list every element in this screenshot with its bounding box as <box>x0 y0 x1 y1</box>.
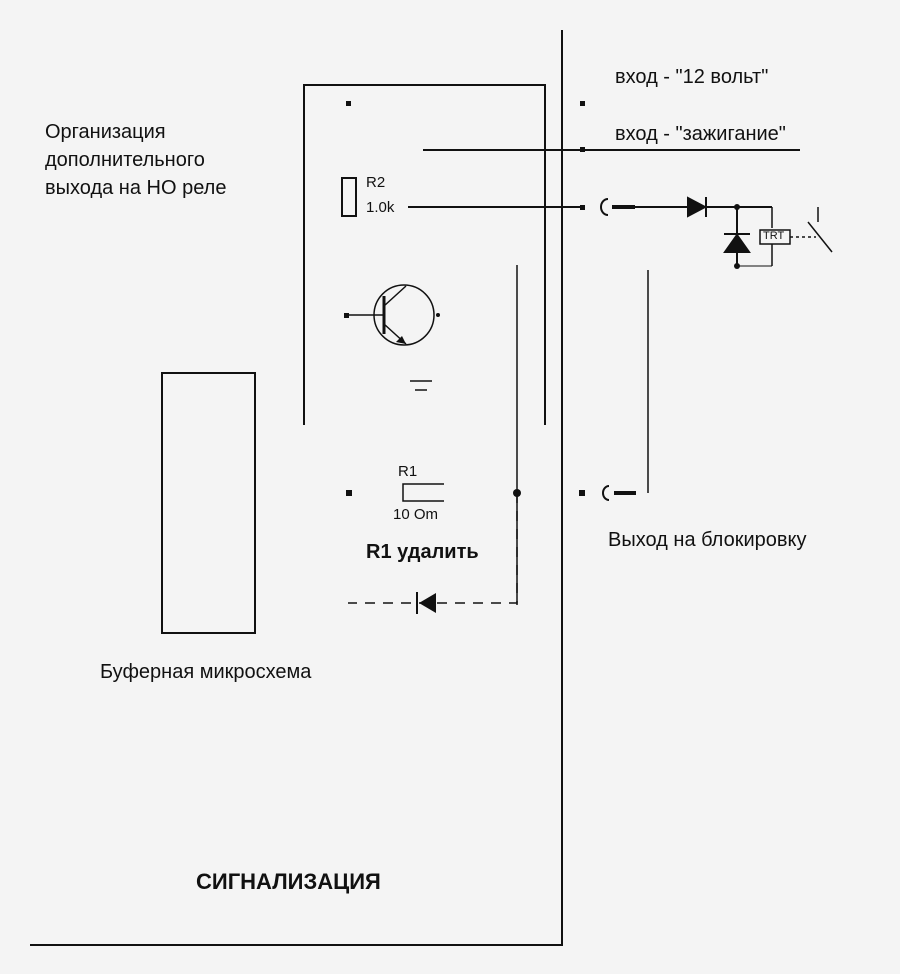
transistor-emitter-arrow <box>396 336 406 344</box>
label-relay-tag: TRT <box>763 230 785 242</box>
series-diode <box>687 196 708 218</box>
added-diode-path <box>348 493 518 604</box>
label-r1-remove: R1 удалить <box>366 541 479 563</box>
pin-dot <box>580 101 585 106</box>
added-diode <box>419 593 436 613</box>
alarm-unit-border <box>30 30 563 946</box>
r2-resistor <box>341 177 357 217</box>
pin-dot <box>346 490 352 496</box>
note-line: дополнительного <box>45 149 205 171</box>
flyback-diode <box>723 233 751 253</box>
label-input-ignition: вход - "зажигание" <box>615 123 786 145</box>
note-line: выхода на НО реле <box>45 177 227 199</box>
pin-dot <box>579 490 585 496</box>
label-r1-value: 10 Om <box>393 506 439 523</box>
note-block: Организация дополнительного выхода на НО… <box>45 118 226 202</box>
label-r2-value: 1.0k <box>366 199 395 216</box>
label-r2-name: R2 <box>366 174 386 191</box>
pin-dot <box>346 101 351 106</box>
alarm-title: СИГНАЛИЗАЦИЯ <box>196 869 381 894</box>
label-r1-name: R1 <box>398 463 418 480</box>
transistor-collector <box>383 285 407 307</box>
note-line: Организация <box>45 121 166 143</box>
pins <box>346 101 740 497</box>
label-input-12v: вход - "12 вольт" <box>615 66 769 88</box>
buffer-chip-rect <box>161 372 256 634</box>
label-buffer-chip: Буферная микросхема <box>100 661 312 683</box>
relay-contact <box>807 221 833 253</box>
transistor-pin-dot <box>436 313 440 317</box>
inner-board-outline <box>303 84 546 425</box>
transistor-base-pin <box>344 313 349 318</box>
label-output-block: Выход на блокировку <box>608 529 807 551</box>
connector-c-top <box>600 198 609 216</box>
r1-resistor <box>402 483 444 502</box>
connector-c-bottom <box>602 485 610 501</box>
